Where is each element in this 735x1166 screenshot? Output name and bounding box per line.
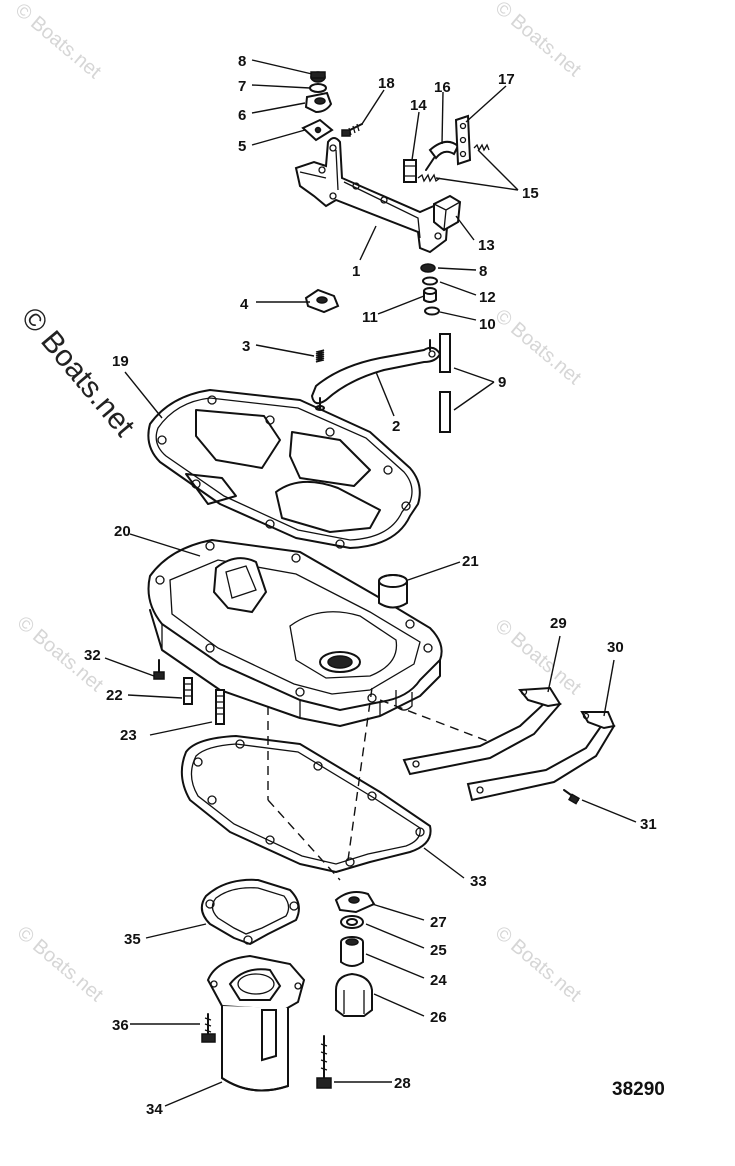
callout-9: 9: [498, 374, 506, 391]
callout-34: 34: [146, 1101, 163, 1118]
part-bracket-1: [294, 137, 450, 254]
callout-22: 22: [106, 687, 123, 704]
part-lever-16: [425, 140, 460, 171]
callout-12: 12: [479, 289, 496, 306]
callout-15: 15: [522, 185, 539, 202]
leader-lines: [104, 59, 637, 1107]
part-bushing-11: [423, 287, 437, 303]
callout-29: 29: [550, 615, 567, 632]
callout-3: 3: [242, 338, 250, 355]
watermark-left-large: © Boats.net: [15, 301, 142, 443]
callout-7: 7: [238, 78, 246, 95]
callout-2: 2: [392, 418, 400, 435]
callout-18: 18: [378, 75, 395, 92]
part-rods-9: [439, 333, 451, 433]
watermark-top-left: © Boats.net: [11, 0, 106, 83]
watermark-top-right: © Boats.net: [491, 0, 586, 81]
watermark-right-bottom: © Boats.net: [491, 922, 586, 1006]
callout-30: 30: [607, 639, 624, 656]
figure-number: 38290: [612, 1079, 665, 1100]
callout-10: 10: [479, 316, 496, 333]
part-adapter-plate-20: [147, 538, 443, 727]
watermark-left-bottom: © Boats.net: [13, 922, 108, 1006]
callout-26: 26: [430, 1009, 447, 1026]
callout-11: 11: [362, 309, 378, 326]
part-screw-18: [341, 123, 363, 137]
callout-1: 1: [352, 263, 360, 280]
part-stud-22: [183, 677, 193, 705]
callout-6: 6: [238, 107, 246, 124]
part-springs-15: [417, 143, 490, 183]
part-link-14: [403, 159, 417, 183]
callout-33: 33: [470, 873, 487, 890]
callout-labels: 1 2 3 4 5 6 7 8 8 9 10 11 12 13 14 15 16…: [84, 53, 665, 1118]
part-bracket-30: [466, 711, 616, 802]
part-nut-8-top: [310, 71, 326, 83]
callout-32: 32: [84, 647, 101, 664]
callout-5: 5: [238, 138, 246, 155]
callout-31: 31: [640, 816, 657, 833]
part-gasket-35: [200, 878, 300, 945]
callout-4: 4: [240, 296, 249, 313]
part-nut-8-lower: [420, 263, 436, 273]
part-washer-7: [309, 83, 327, 93]
part-bolt-28: [316, 1035, 332, 1089]
callout-13: 13: [478, 237, 495, 254]
part-stud-23: [215, 689, 225, 725]
part-plate-27: [334, 891, 376, 914]
callout-17: 17: [498, 71, 515, 88]
callout-8-top: 8: [238, 53, 246, 70]
callout-14: 14: [410, 97, 427, 114]
callout-24: 24: [430, 972, 447, 989]
alignment-lines: [267, 687, 491, 881]
part-washer-12: [422, 276, 438, 286]
part-link-arm-2: [310, 339, 442, 411]
part-housing-34: [206, 954, 306, 1092]
part-gasket-19: [147, 389, 421, 549]
callout-27: 27: [430, 914, 447, 931]
callout-35: 35: [124, 931, 141, 948]
callout-16: 16: [434, 79, 451, 96]
callout-36: 36: [112, 1017, 129, 1034]
watermark-right-lower: © Boats.net: [491, 615, 586, 699]
callout-28: 28: [394, 1075, 411, 1092]
part-spring-3: [315, 349, 325, 363]
part-plate-5: [301, 118, 334, 142]
part-screw-31: [563, 789, 580, 805]
part-plate-17: [454, 114, 472, 166]
callout-20: 20: [114, 523, 131, 540]
watermarks: © Boats.net © Boats.net © Boats.net © Bo…: [11, 0, 586, 1006]
part-washer-10: [424, 306, 440, 316]
part-bracket-29: [402, 686, 562, 776]
callout-23: 23: [120, 727, 137, 744]
callout-19: 19: [112, 353, 129, 370]
callout-25: 25: [430, 942, 447, 959]
part-washer-25: [340, 915, 364, 929]
part-bolt-36: [201, 1013, 216, 1043]
part-bushing-21: [378, 574, 408, 609]
callout-8-lower: 8: [479, 263, 487, 280]
part-block-13: [433, 194, 462, 232]
part-bushing-24: [340, 936, 364, 967]
part-clip-4: [304, 288, 340, 314]
part-bolt-32: [153, 659, 165, 680]
part-clamp-26: [335, 972, 373, 1017]
callout-21: 21: [462, 553, 479, 570]
part-gasket-33: [180, 735, 432, 873]
part-bushing-6: [304, 91, 333, 114]
